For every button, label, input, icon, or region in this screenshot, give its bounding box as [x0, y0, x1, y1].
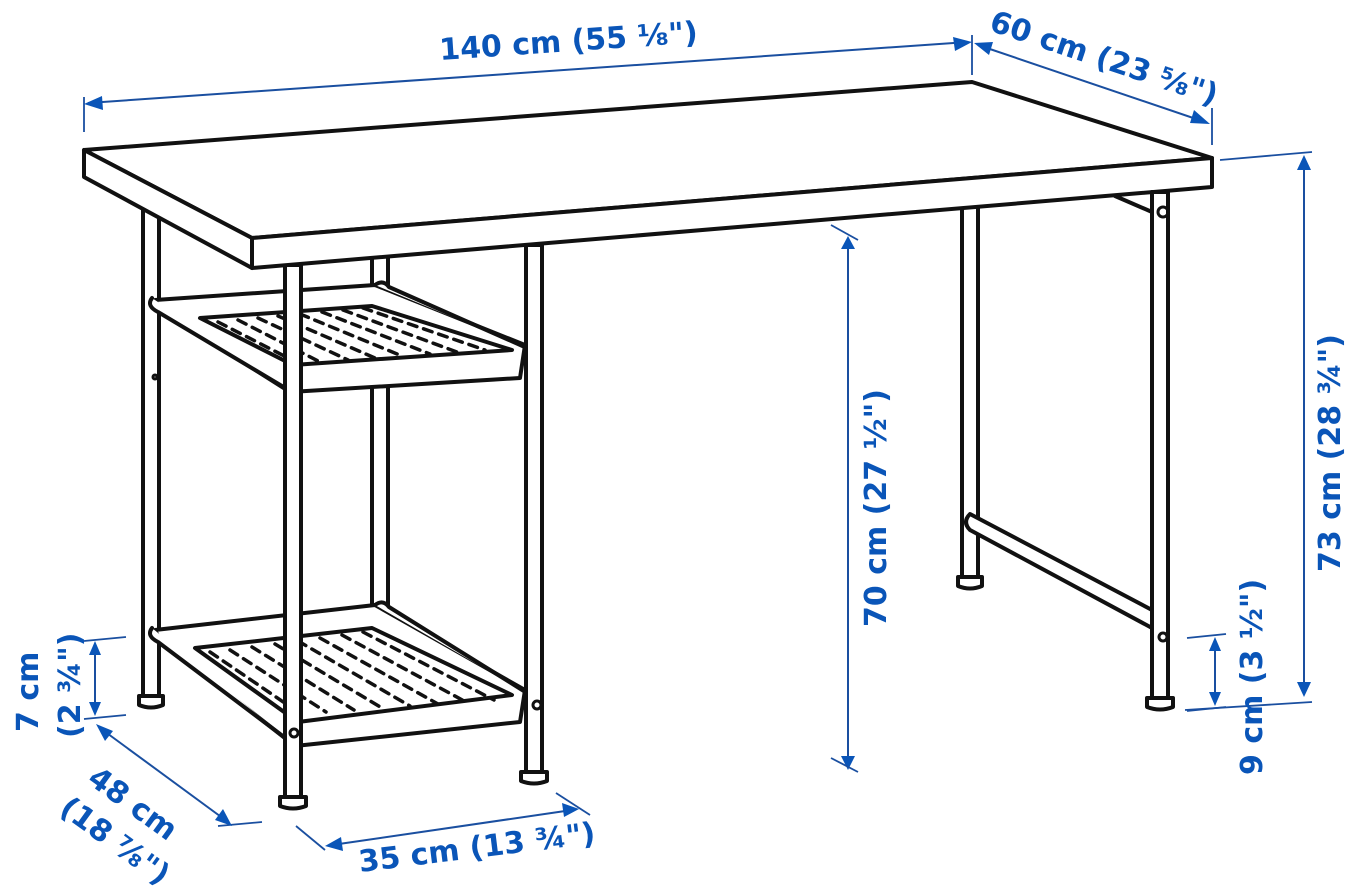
desktop-surface	[82, 80, 1214, 270]
width-label: 140 cm (55 ⅛")	[438, 15, 699, 68]
lower-shelf-tray	[148, 600, 529, 748]
shelf-clearance-line2: (2 ¾")	[53, 633, 88, 738]
shelf-front-right-post	[519, 243, 549, 786]
shelf-front-left-post	[278, 263, 308, 811]
underside-height-label: 70 cm (27 ½")	[859, 389, 894, 627]
crossbar-height-dimension: 9 cm (3 ½")	[1186, 579, 1270, 775]
shelf-width-label: 35 cm (13 ¾")	[357, 816, 597, 880]
front-right-leg	[1113, 190, 1175, 712]
shelf-depth-dimension: 48 cm (18 ⅞")	[53, 724, 263, 888]
shelf-clearance-dimension: 7 cm (2 ¾")	[11, 633, 127, 738]
side-crossbar	[964, 512, 1154, 630]
crossbar-height-label: 9 cm (3 ½")	[1235, 579, 1270, 775]
shelf-clearance-line1: 7 cm	[11, 652, 46, 732]
back-right-leg	[956, 203, 984, 591]
total-height-dimension: 73 cm (28 ¾")	[1184, 151, 1348, 711]
shelf-width-dimension: 35 cm (13 ¾")	[295, 792, 597, 880]
left-leg-screw	[151, 373, 159, 381]
desk-illustration	[82, 80, 1214, 811]
upper-shelf-tray	[148, 280, 529, 394]
underside-height-dimension: 70 cm (27 ½")	[830, 224, 894, 773]
total-height-label: 73 cm (28 ¾")	[1313, 334, 1348, 572]
